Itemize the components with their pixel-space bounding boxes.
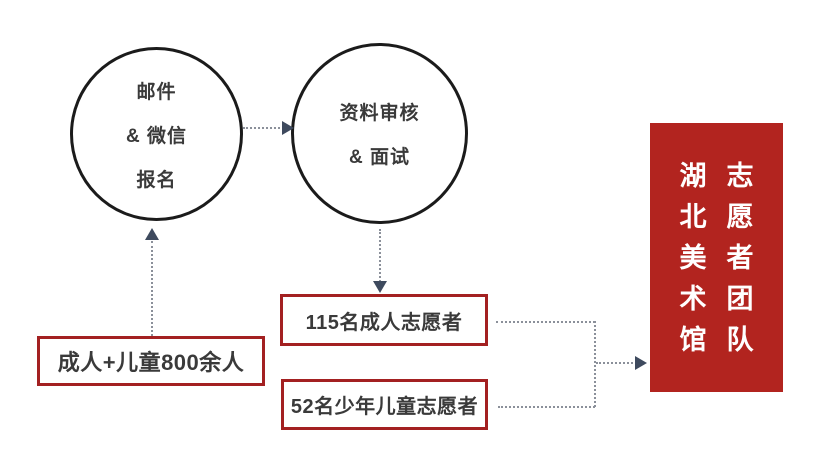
arrowhead-right-icon <box>282 121 294 135</box>
review-line-2: & 面试 <box>348 147 410 168</box>
team-char: 团 <box>726 283 754 314</box>
arrowhead-down-icon <box>373 281 387 293</box>
team-column-museum: 湖 北 美 术 馆 <box>680 162 707 354</box>
connector-junction-vertical <box>594 321 596 407</box>
node-child-volunteers-box: 52名少年儿童志愿者 <box>281 379 488 430</box>
team-char: 北 <box>679 201 707 232</box>
team-char: 队 <box>726 324 754 355</box>
child-volunteers-label: 52名少年儿童志愿者 <box>290 396 479 418</box>
team-char: 愿 <box>726 201 754 232</box>
arrowhead-up-icon <box>145 228 159 240</box>
registration-line-1: 邮件 <box>136 81 177 103</box>
connector-review-to-adult-volunteers <box>379 229 381 282</box>
registration-line-3: 报名 <box>136 169 177 191</box>
applicants-label: 成人+儿童800余人 <box>57 350 245 375</box>
team-char: 者 <box>726 242 754 273</box>
connector-registration-to-review <box>243 127 284 129</box>
team-char: 湖 <box>679 160 707 191</box>
node-adult-volunteers-box: 115名成人志愿者 <box>280 294 488 346</box>
team-char: 术 <box>679 283 707 314</box>
node-review-circle: 资料审核 & 面试 <box>291 43 468 224</box>
team-char: 美 <box>679 242 707 273</box>
connector-child-volunteers-to-junction <box>498 406 595 408</box>
review-line-1: 资料审核 <box>339 103 420 124</box>
connector-adult-volunteers-to-junction <box>496 321 595 323</box>
registration-line-2: & 微信 <box>125 125 187 147</box>
connector-junction-to-team <box>596 362 637 364</box>
node-team-box: 湖 北 美 术 馆 志 愿 者 团 队 <box>650 123 783 392</box>
connector-applicants-to-registration <box>151 241 153 336</box>
node-applicants-box: 成人+儿童800余人 <box>37 336 265 386</box>
adult-volunteers-label: 115名成人志愿者 <box>305 311 463 334</box>
team-char: 志 <box>726 160 754 191</box>
node-registration-circle: 邮件 & 微信 报名 <box>70 47 243 221</box>
team-column-volunteer: 志 愿 者 团 队 <box>727 162 754 354</box>
arrowhead-right-icon <box>635 356 647 370</box>
team-char: 馆 <box>679 324 707 355</box>
